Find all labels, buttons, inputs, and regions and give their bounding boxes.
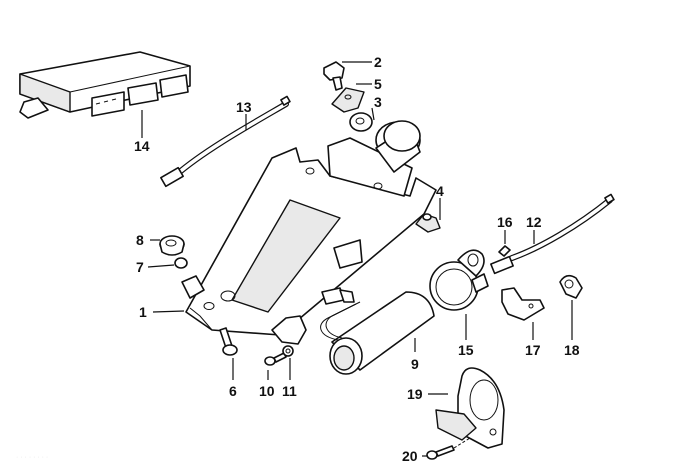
part-screw-10[interactable] [264,352,287,366]
part-clip-nut[interactable] [331,87,365,113]
callout-11[interactable]: 11 [282,383,297,399]
part-washer[interactable] [282,345,294,357]
callout-16[interactable]: 16 [497,214,513,230]
callout-3[interactable]: 3 [374,94,382,110]
part-flexible-shaft-12[interactable] [490,193,615,275]
part-bracket-17[interactable] [501,287,545,321]
callout-4[interactable]: 4 [436,183,444,199]
part-screw-6[interactable] [219,327,238,356]
callout-20[interactable]: 20 [402,448,418,461]
callout-8[interactable]: 8 [136,232,144,248]
part-cable-clamp[interactable] [559,274,583,299]
part-ring-bracket[interactable] [435,367,505,449]
callout-1[interactable]: 1 [139,304,147,320]
part-rubber-mount[interactable] [415,213,441,233]
part-steering-column-bracket[interactable] [181,120,437,345]
part-screw-20[interactable] [426,437,471,460]
leader-lines [141,61,573,457]
callout-9[interactable]: 9 [411,356,419,372]
callout-17[interactable]: 17 [525,342,541,358]
callout-19[interactable]: 19 [407,386,423,402]
callout-14[interactable]: 14 [134,138,150,154]
callout-12[interactable]: 12 [526,214,542,230]
callout-7[interactable]: 7 [136,259,144,275]
part-control-unit[interactable] [19,51,191,119]
part-screw-16[interactable] [498,245,511,257]
part-rubber-buffer[interactable] [159,235,185,256]
part-gear-housing[interactable] [429,249,489,311]
callout-13[interactable]: 13 [236,99,252,115]
callout-5[interactable]: 5 [374,76,382,92]
watermark: · · · · · · · · [16,454,48,461]
callout-2[interactable]: 2 [374,54,382,70]
callout-labels: 1 2 3 4 5 6 7 8 9 10 11 12 13 14 15 16 1… [134,54,580,461]
part-actuator-motor[interactable] [320,287,435,375]
callout-15[interactable]: 15 [458,342,474,358]
part-rubber-grommet[interactable] [349,112,373,132]
part-hex-bolt[interactable] [323,61,345,91]
callout-18[interactable]: 18 [564,342,580,358]
part-bushing[interactable] [174,257,188,269]
callout-6[interactable]: 6 [229,383,237,399]
part-flexible-shaft-13[interactable] [160,95,291,188]
callout-10[interactable]: 10 [259,383,275,399]
